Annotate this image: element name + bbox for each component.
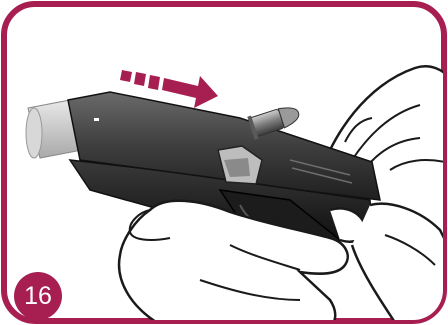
step-number-badge: 16 xyxy=(14,272,62,320)
